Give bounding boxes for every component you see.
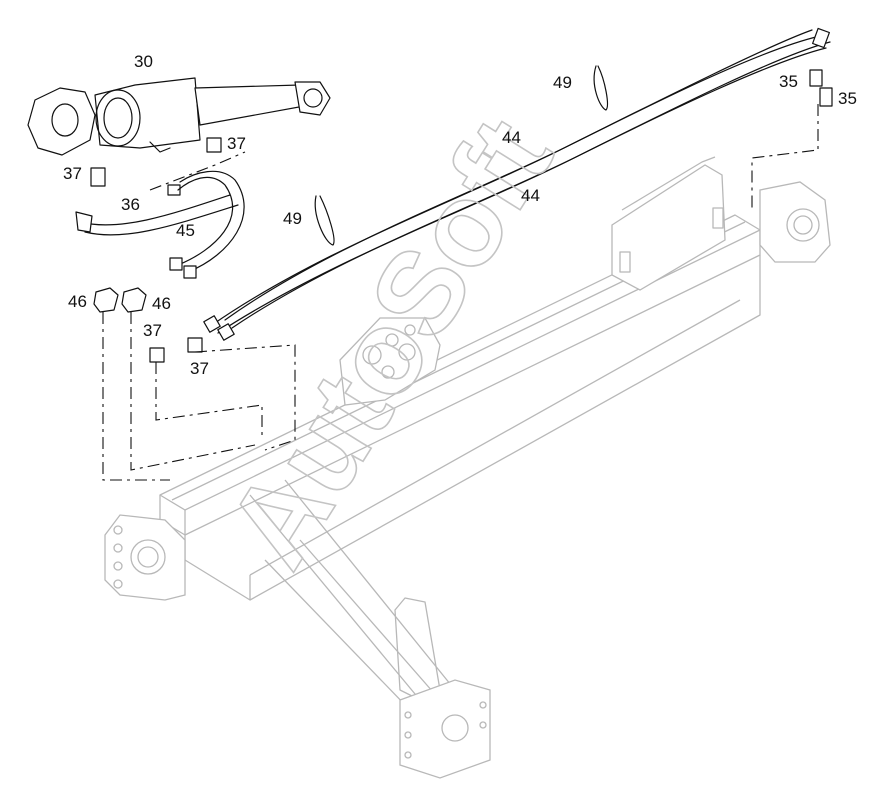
- label-36: 36: [121, 195, 140, 214]
- watermark-text: AutoSoft: [202, 96, 578, 588]
- label-30: 30: [134, 52, 153, 71]
- label-44-lower: 44: [521, 186, 540, 205]
- label-37-low-right: 37: [190, 359, 209, 378]
- label-35-upper: 35: [779, 72, 798, 91]
- fitting-35-lower: [819, 87, 833, 107]
- fitting-46-right: [121, 287, 147, 313]
- label-44-upper: 44: [502, 128, 521, 147]
- label-46-left: 46: [68, 292, 87, 311]
- fitting-37-cyl-right: [206, 137, 222, 153]
- label-46-right: 46: [152, 294, 171, 313]
- part-labels: 30 35 35 36 37 37 37 37 44 44 45 46 46 4…: [63, 52, 857, 378]
- label-49-upper: 49: [553, 73, 572, 92]
- label-49-lower: 49: [283, 209, 302, 228]
- fittings: [90, 69, 833, 363]
- dashed-leaders: [102, 104, 819, 481]
- label-37-cyl-left: 37: [63, 164, 82, 183]
- label-45: 45: [176, 221, 195, 240]
- hydraulic-cylinder-30: [27, 77, 331, 156]
- hose-44: [203, 27, 831, 341]
- fitting-35-upper: [809, 69, 823, 87]
- label-37-low-left: 37: [143, 321, 162, 340]
- hose-45: [169, 170, 245, 279]
- hose-36: [75, 184, 239, 236]
- label-35-lower: 35: [838, 89, 857, 108]
- loader-frame: [104, 156, 831, 779]
- label-37-cyl-right: 37: [227, 134, 246, 153]
- fitting-37-cyl-left: [90, 167, 106, 187]
- fitting-37-low-right: [187, 337, 203, 353]
- cable-ties-49: [314, 65, 609, 246]
- fitting-46-left: [93, 287, 119, 313]
- fitting-37-low-left: [149, 347, 165, 363]
